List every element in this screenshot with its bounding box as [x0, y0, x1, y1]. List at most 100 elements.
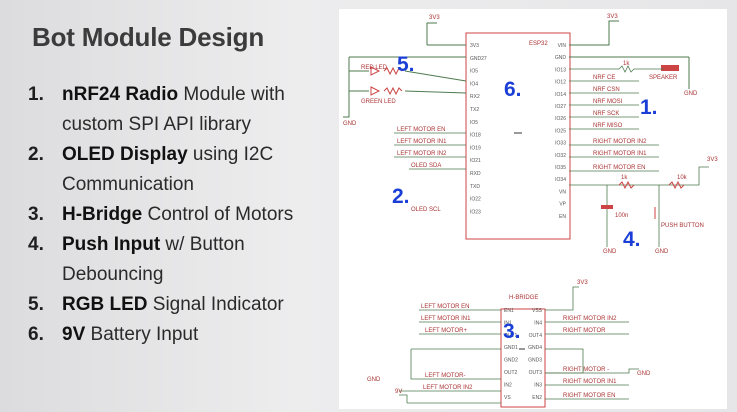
label-hb-left-in1: LEFT MOTOR IN1 [421, 316, 471, 322]
resistor-red [383, 66, 403, 76]
label-speaker: SPEAKER [649, 75, 678, 81]
resistor-10k [668, 180, 685, 190]
label-gnd-hb-right: GND [637, 371, 651, 377]
pin-label: GND3 [528, 358, 542, 364]
bullet-bold: Push Input [62, 234, 161, 255]
label-9v: 9V [395, 389, 402, 395]
pin-label: IO26 [555, 116, 566, 122]
label-push-button: PUSH BUTTON [661, 223, 704, 229]
pin-label: TXD [470, 184, 480, 190]
pin-label: VSS [532, 308, 543, 314]
pin-label: GND [555, 55, 567, 61]
wire-hb-3v3 [545, 286, 579, 311]
label-nrf-mosi: NRF MOSI [593, 99, 623, 105]
esp32-module [465, 32, 571, 240]
pin-label: EN [559, 214, 566, 220]
bullet-bold: RGB LED [62, 294, 148, 315]
bullet-bold: H-Bridge [62, 204, 143, 225]
pin-label: VN [559, 189, 566, 195]
bullet-number: 2. [28, 144, 44, 165]
pin-label: GND2 [504, 358, 518, 364]
speaker-symbol [661, 65, 679, 71]
pin-label: 3V3 [470, 43, 479, 49]
pin-label: IO21 [470, 158, 481, 164]
bullet-number: 1. [28, 84, 44, 105]
label-c-100n: 100n [615, 213, 628, 219]
pin-label: IO27 [555, 104, 566, 110]
bullet-number: 6. [28, 324, 44, 345]
label-gnd-left: GND [343, 121, 357, 127]
red-led-symbol [370, 66, 381, 76]
pin-label: IO22 [470, 197, 481, 203]
callout-3: 3. [503, 320, 521, 343]
pin-label: IO19 [470, 145, 481, 151]
bullet-item: 4. Push Input w/ Button Debouncing [28, 230, 328, 290]
bullet-text: Module with custom SPI API library [62, 84, 285, 135]
label-hbridge: H-BRIDGE [509, 295, 538, 301]
pin-label: EN1 [504, 308, 514, 314]
pin-label: IO35 [555, 165, 566, 171]
resistor-green [383, 86, 403, 96]
pin-label: IO12 [555, 80, 566, 86]
bullet-number: 4. [28, 234, 44, 255]
pin-label: IN3 [534, 382, 542, 388]
label-hb-left-in2: LEFT MOTOR IN2 [423, 385, 473, 391]
bullet-item: 2. OLED Display using I2C Communication [28, 140, 328, 200]
wire-speaker [569, 65, 664, 73]
pin-label: IO4 [470, 81, 478, 87]
bullet-number: 3. [28, 204, 44, 225]
label-r-1k2: 1k [621, 175, 628, 181]
pin-label: IO32 [555, 153, 566, 159]
wire-io5 [404, 70, 467, 82]
wire-gnd-left [343, 57, 350, 118]
bullet-item: 1. nRF24 Radio Module with custom SPI AP… [28, 80, 328, 140]
label-hb-right-in1: RIGHT MOTOR IN1 [563, 379, 617, 385]
callout-1: 1. [640, 96, 658, 119]
pin-label: VIN [558, 43, 567, 49]
pin-label: TX2 [470, 107, 479, 113]
label-3v3-top: 3V3 [429, 15, 440, 21]
pin-label: IO33 [555, 141, 566, 147]
label-nrf-miso: NRF MISO [593, 123, 623, 129]
label-r-1k: 1k [623, 61, 630, 67]
bullet-item: 3. H-Bridge Control of Motors [28, 200, 328, 230]
pin-label: EN2 [532, 395, 542, 401]
hbridge-module [500, 308, 546, 408]
bullet-bold: OLED Display [62, 144, 188, 165]
bullet-number: 5. [28, 294, 44, 315]
label-gnd-btn2: GND [655, 249, 669, 255]
label-3v3-top2: 3V3 [607, 14, 618, 20]
label-hb-right-en: RIGHT MOTOR EN [563, 393, 615, 399]
pin-label: IN2 [504, 382, 512, 388]
label-hb-right-motor: RIGHT MOTOR [563, 328, 606, 334]
label-hb-right-in2: RIGHT MOTOR IN2 [563, 316, 617, 322]
wire-hb-right-minus [545, 368, 639, 374]
bullet-text: Control of Motors [142, 204, 294, 225]
esp32-label: ESP32 [529, 41, 548, 47]
esp32-right-pins: VINGNDIO13IO12IO14IO27IO26IO25IO33IO32IO… [555, 43, 567, 220]
pin-label: IN1 [504, 320, 512, 326]
bullet-text: using I2C Communication [62, 144, 274, 195]
pin-label: IO23 [470, 209, 481, 215]
label-nrf-sck: NRF SCK [593, 111, 619, 117]
label-red-led: RED LED [361, 65, 388, 71]
label-gnd-right: GND [684, 91, 698, 97]
wire-9v [399, 394, 408, 403]
wire-3v3-top [426, 22, 437, 45]
bullet-item: 5. RGB LED Signal Indicator [28, 290, 328, 320]
label-oled-scl: OLED SCL [411, 207, 441, 213]
label-nrf-csn: NRF CSN [593, 87, 620, 93]
pin-label: OUT4 [529, 333, 543, 339]
label-3v3-hb: 3V3 [577, 280, 588, 286]
pin-label: IO14 [555, 92, 566, 98]
wire-io4 [404, 90, 467, 94]
label-left-motor-in1: LEFT MOTOR IN1 [397, 139, 447, 145]
label-3v3-right: 3V3 [707, 157, 718, 163]
schematic-svg: ESP32 3V3GND27IO5IO4RX2TX2IO5IO18IO19IO2… [343, 14, 718, 408]
label-oled-sda: OLED SDA [411, 163, 441, 169]
esp32-left-pins: 3V3GND27IO5IO4RX2TX2IO5IO18IO19IO21RXDTX… [470, 43, 487, 215]
pin-label: VS [504, 395, 511, 401]
